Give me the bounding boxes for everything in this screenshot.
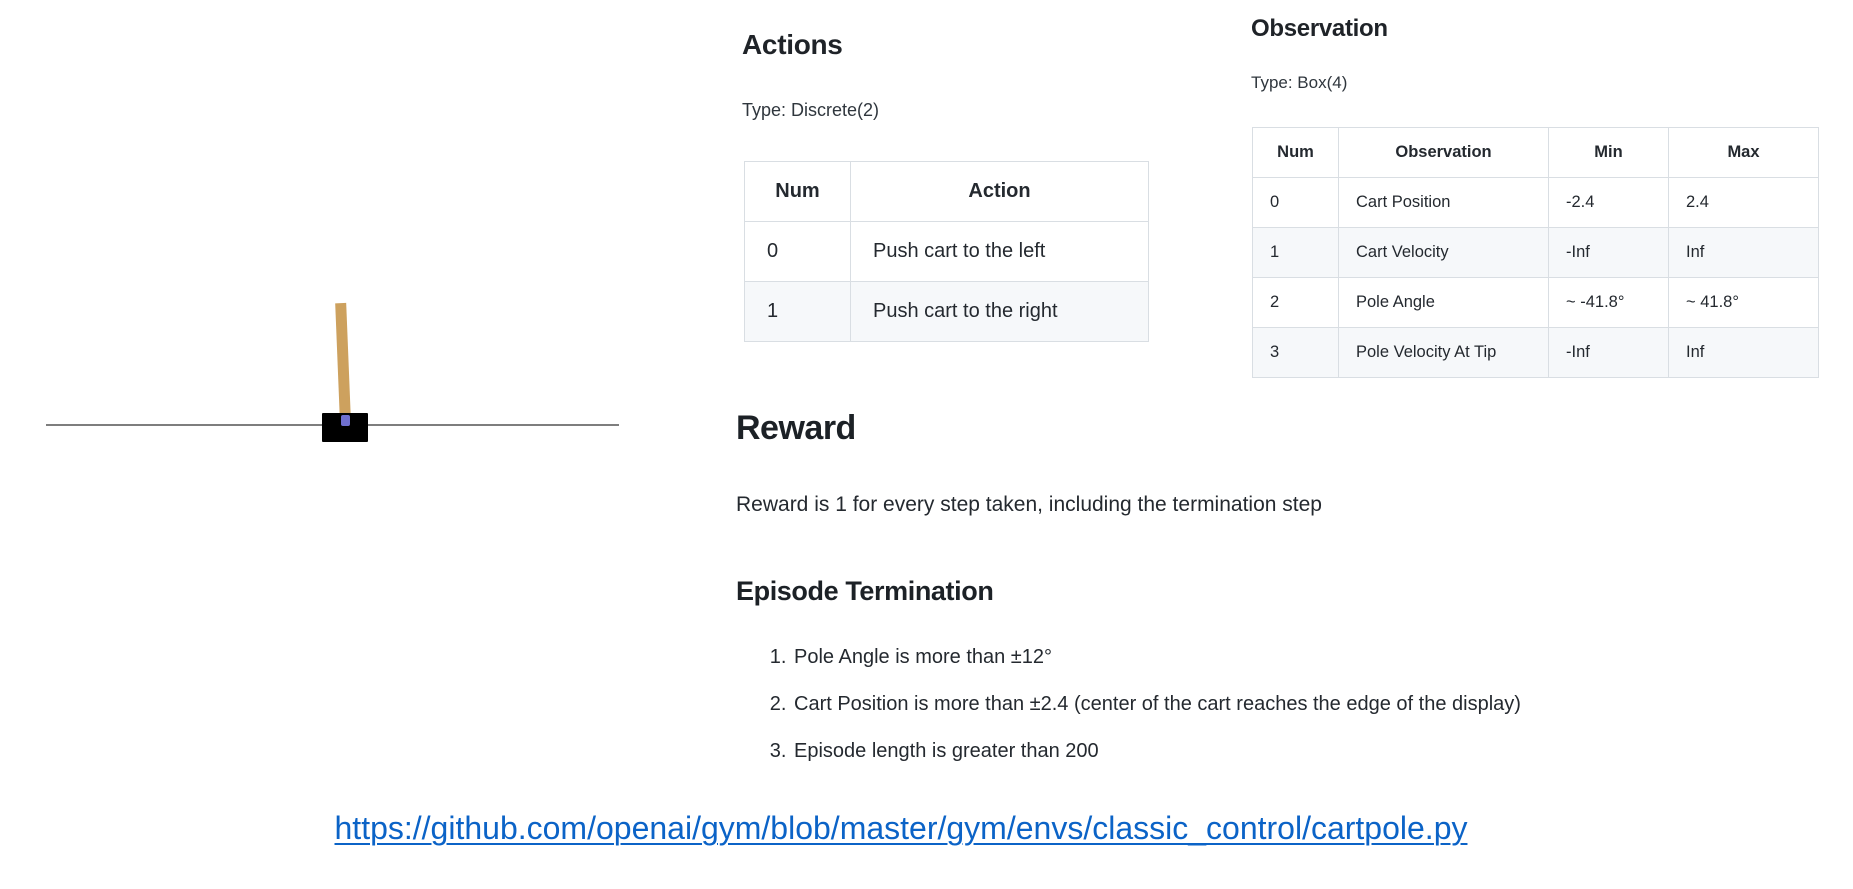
- obs-cell-min-1: -Inf: [1548, 227, 1669, 278]
- observation-type-line: Type: Box(4): [1251, 73, 1348, 92]
- actions-cell-num-1: 1: [744, 281, 851, 342]
- actions-table: Num Action 0 Push cart to the left 1 Pus…: [744, 161, 1149, 342]
- obs-cell-max-3: Inf: [1668, 327, 1819, 378]
- obs-cell-name-1: Cart Velocity: [1338, 227, 1549, 278]
- table-row: 1 Cart Velocity -Inf Inf: [1252, 227, 1819, 278]
- actions-heading: Actions: [742, 29, 843, 60]
- table-row: 0 Push cart to the left: [744, 221, 1149, 282]
- obs-col-header-observation: Observation: [1338, 127, 1549, 178]
- obs-cell-num-3: 3: [1252, 327, 1339, 378]
- reward-text: Reward is 1 for every step taken, includ…: [736, 493, 1322, 516]
- obs-cell-num-1: 1: [1252, 227, 1339, 278]
- table-row: 0 Cart Position -2.4 2.4: [1252, 177, 1819, 228]
- actions-cell-action-0: Push cart to the left: [850, 221, 1149, 282]
- episode-termination-heading: Episode Termination: [736, 576, 994, 606]
- episode-termination-list: Pole Angle is more than ±12° Cart Positi…: [736, 644, 1521, 785]
- obs-cell-min-2: ~ -41.8°: [1548, 277, 1669, 328]
- obs-cell-name-0: Cart Position: [1338, 177, 1549, 228]
- obs-cell-num-0: 0: [1252, 177, 1339, 228]
- list-item: Pole Angle is more than ±12°: [792, 644, 1521, 671]
- actions-col-header-num: Num: [744, 161, 851, 222]
- obs-cell-name-3: Pole Velocity At Tip: [1338, 327, 1549, 378]
- cartpole-pole: [335, 302, 351, 424]
- github-source-link[interactable]: https://github.com/openai/gym/blob/maste…: [334, 810, 1468, 846]
- actions-table-header-row: Num Action: [744, 161, 1149, 222]
- actions-type-line: Type: Discrete(2): [742, 100, 880, 120]
- obs-cell-num-2: 2: [1252, 277, 1339, 328]
- list-item: Episode length is greater than 200: [792, 738, 1521, 765]
- reward-heading: Reward: [736, 409, 856, 447]
- table-row: 2 Pole Angle ~ -41.8° ~ 41.8°: [1252, 277, 1819, 328]
- obs-cell-name-2: Pole Angle: [1338, 277, 1549, 328]
- actions-col-header-action: Action: [850, 161, 1149, 222]
- table-row: 3 Pole Velocity At Tip -Inf Inf: [1252, 327, 1819, 378]
- cartpole-axle: [341, 415, 350, 426]
- obs-cell-max-0: 2.4: [1668, 177, 1819, 228]
- table-row: 1 Push cart to the right: [744, 281, 1149, 342]
- list-item: Cart Position is more than ±2.4 (center …: [792, 691, 1521, 718]
- actions-cell-num-0: 0: [744, 221, 851, 282]
- observation-table: Num Observation Min Max 0 Cart Position …: [1252, 127, 1819, 378]
- obs-cell-max-2: ~ 41.8°: [1668, 277, 1819, 328]
- obs-cell-max-1: Inf: [1668, 227, 1819, 278]
- obs-col-header-max: Max: [1668, 127, 1819, 178]
- observation-heading: Observation: [1251, 15, 1388, 42]
- actions-cell-action-1: Push cart to the right: [850, 281, 1149, 342]
- observation-table-header-row: Num Observation Min Max: [1252, 127, 1819, 178]
- obs-col-header-min: Min: [1548, 127, 1669, 178]
- obs-cell-min-0: -2.4: [1548, 177, 1669, 228]
- obs-col-header-num: Num: [1252, 127, 1339, 178]
- obs-cell-min-3: -Inf: [1548, 327, 1669, 378]
